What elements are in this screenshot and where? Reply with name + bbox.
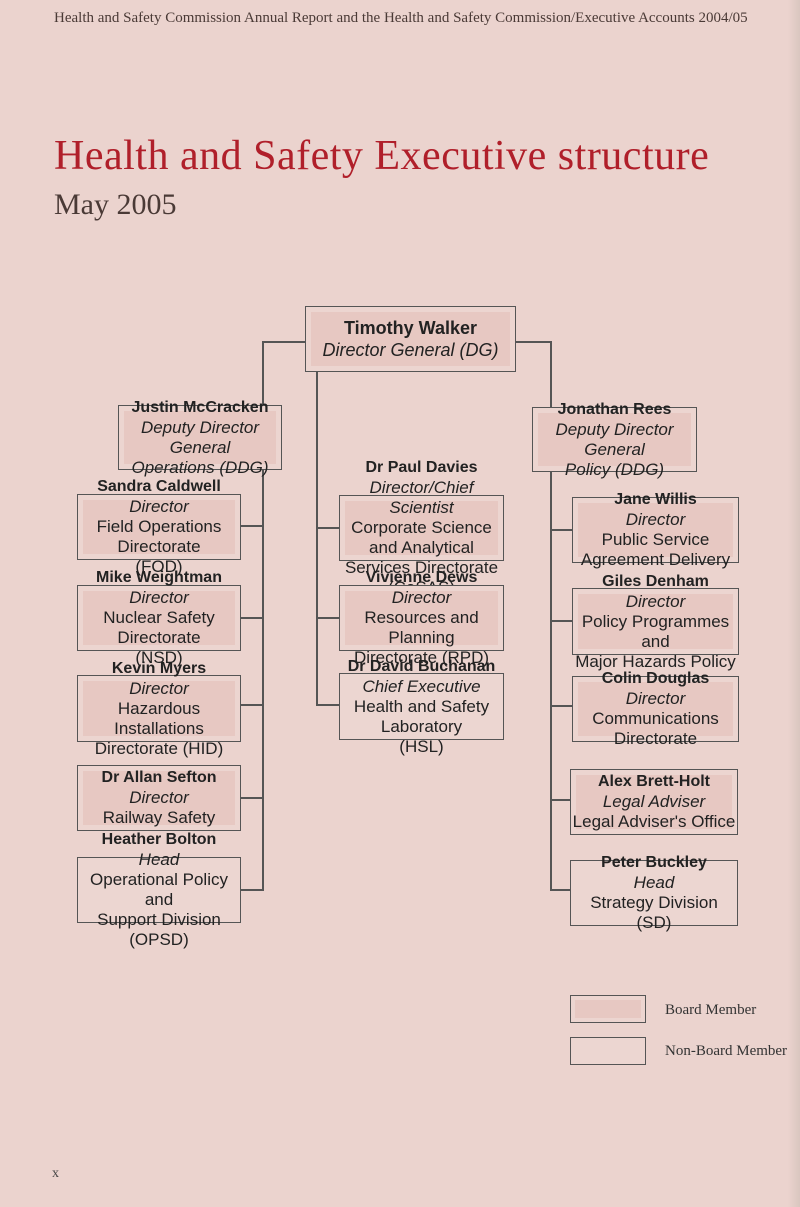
left-box-3: Kevin Myers Director Hazardous Installat… — [77, 660, 241, 758]
person-role: Director — [391, 588, 452, 607]
person-name: Dr Paul Davies — [365, 459, 478, 476]
person-name: Dr David Buchanan — [347, 657, 496, 675]
org-name-line2: Support Division (OPSD) — [97, 910, 221, 949]
person-name: Heather Bolton — [101, 831, 217, 848]
org-name: Corporate Science and Analytical — [351, 518, 492, 557]
person-role: Director — [129, 497, 189, 516]
person-role: Director/Chief Scientist — [369, 478, 474, 517]
person-role: Director — [129, 588, 189, 607]
person-name: Jane Willis — [614, 491, 697, 508]
right-box-4: Alex Brett-Holt Legal Adviser Legal Advi… — [570, 769, 738, 835]
right-box-3: Colin Douglas Director Communications Di… — [572, 670, 739, 748]
person-role: Head — [138, 850, 180, 869]
person-role: Chief Executive — [362, 676, 481, 696]
center-box-1: Dr Paul Davies Director/Chief Scientist … — [339, 459, 504, 597]
page-header: Health and Safety Commission Annual Repo… — [54, 10, 748, 26]
person-name: Alex Brett-Holt — [597, 773, 710, 790]
page-subtitle: May 2005 — [54, 188, 177, 221]
person-role-line2: Operations (DDG) — [131, 457, 269, 477]
person-name: Sandra Caldwell — [97, 478, 221, 495]
org-name: Communications Directorate — [592, 709, 719, 748]
person-role: Director — [129, 678, 189, 698]
person-name: Giles Denham — [602, 572, 709, 590]
org-name: Railway Safety — [102, 808, 216, 827]
person-name: Peter Buckley — [601, 854, 707, 871]
person-role: Director — [625, 591, 686, 611]
person-name: Dr Allan Sefton — [101, 769, 217, 786]
ddg-policy-box: Jonathan Rees Deputy Director General Po… — [532, 401, 697, 479]
org-name: Public Service — [601, 530, 710, 549]
left-box-2: Mike Weightman Director Nuclear Safety D… — [77, 569, 241, 667]
person-name: Vivienne Dews — [365, 569, 478, 586]
org-name: Field Operations Directorate — [96, 517, 222, 556]
center-box-2: Vivienne Dews Director Resources and Pla… — [339, 569, 504, 667]
legend-swatch-board — [570, 995, 646, 1023]
left-box-4: Dr Allan Sefton Director Railway Safety — [77, 765, 241, 831]
org-name-line2: Major Hazards Policy — [575, 651, 736, 671]
person-role: Director General (DG) — [322, 340, 499, 360]
org-name: Health and Safety Laboratory — [353, 696, 490, 736]
right-box-5: Peter Buckley Head Strategy Division (SD… — [570, 854, 738, 932]
org-name-line2: (HSL) — [399, 736, 444, 756]
person-role: Deputy Director General — [140, 417, 260, 457]
person-name: Colin Douglas — [601, 670, 710, 687]
center-box-3: Dr David Buchanan Chief Executive Health… — [339, 658, 504, 756]
person-name: Timothy Walker — [343, 318, 478, 338]
org-name-line2: (NSD) — [135, 648, 183, 667]
org-name: Nuclear Safety Directorate — [103, 608, 215, 647]
org-name-line2: Directorate (RPD) — [353, 648, 490, 667]
legend-label-board: Board Member — [665, 1002, 757, 1018]
org-name: Policy Programmes and — [581, 611, 730, 651]
org-name: Resources and Planning — [364, 608, 479, 647]
left-box-1: Sandra Caldwell Director Field Operation… — [77, 478, 241, 576]
legend-swatch-nonboard — [570, 1037, 646, 1065]
person-name: Kevin Myers — [111, 659, 207, 677]
org-name: Legal Adviser's Office — [572, 812, 736, 831]
person-role: Director — [129, 788, 189, 807]
person-role: Head — [633, 873, 675, 892]
person-role-line2: Policy (DDG) — [564, 459, 665, 479]
page-edge-shadow — [788, 0, 800, 1207]
right-box-2: Giles Denham Director Policy Programmes … — [572, 573, 739, 671]
ddg-operations-box: Justin McCracken Deputy Director General… — [118, 399, 282, 477]
right-box-1: Jane Willis Director Public Service Agre… — [572, 491, 739, 569]
person-role: Deputy Director General — [555, 419, 674, 459]
dg-box: Timothy Walker Director General (DG) — [305, 306, 516, 372]
org-name: Operational Policy and — [90, 870, 228, 909]
org-name-line2: Directorate (HID) — [94, 738, 224, 758]
org-name: Hazardous Installations — [114, 698, 204, 738]
org-name: Strategy Division (SD) — [590, 893, 718, 932]
org-name-line2: Agreement Delivery — [580, 550, 731, 569]
person-name: Jonathan Rees — [557, 400, 672, 418]
person-role: Legal Adviser — [602, 792, 706, 811]
page-number: x — [52, 1166, 59, 1181]
person-name: Mike Weightman — [96, 569, 222, 586]
page-title: Health and Safety Executive structure — [54, 133, 710, 179]
person-name: Justin McCracken — [131, 398, 269, 416]
org-name-line2: (FOD) — [135, 557, 183, 576]
legend-label-nonboard: Non-Board Member — [665, 1043, 788, 1059]
left-box-5: Heather Bolton Head Operational Policy a… — [77, 831, 241, 949]
person-role: Director — [625, 510, 686, 529]
person-role: Director — [625, 689, 686, 708]
